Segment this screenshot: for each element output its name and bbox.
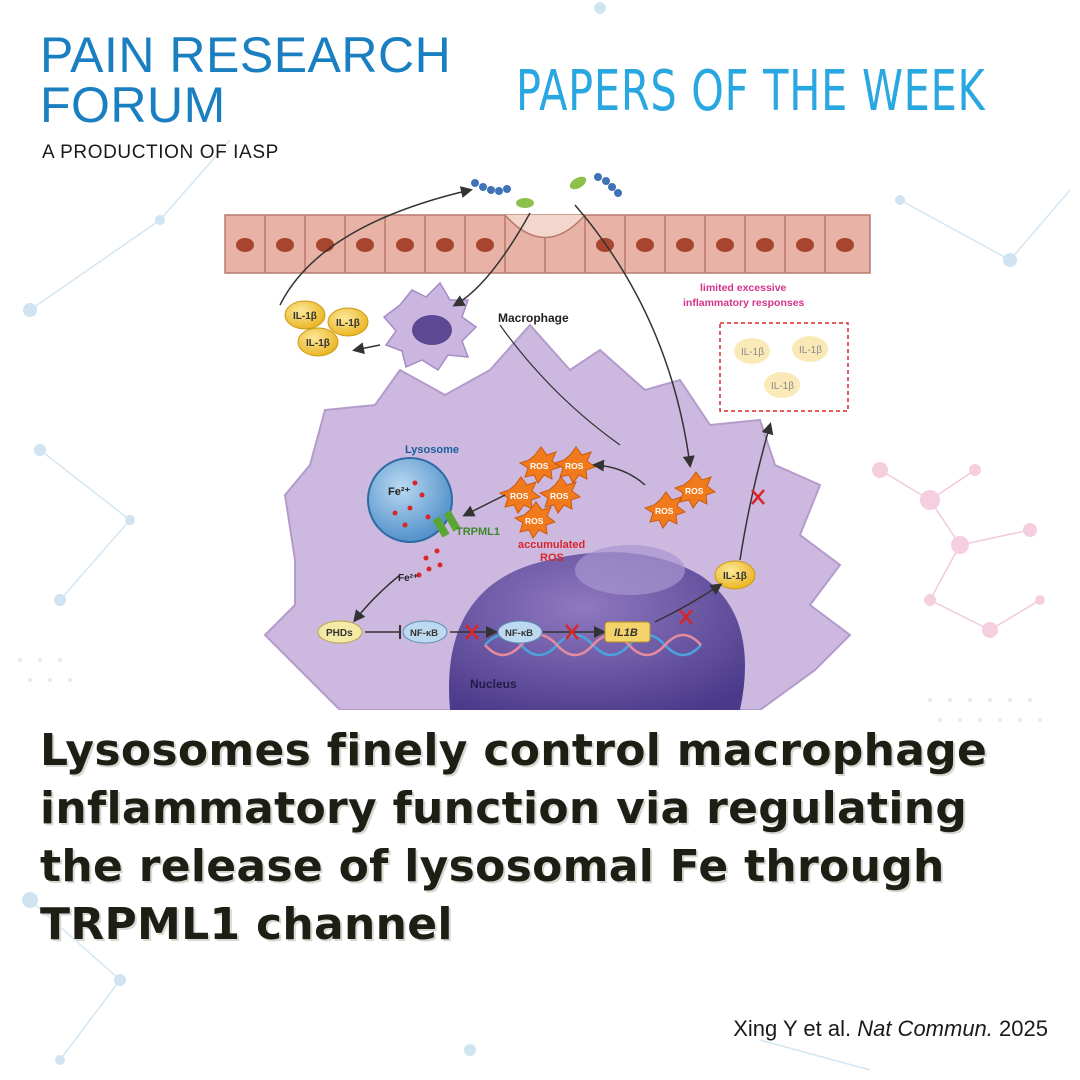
ros-label: ROS — [525, 516, 544, 526]
nucleus-label: Nucleus — [470, 677, 517, 691]
limited-response-box: limited excessive inflammatory responses… — [683, 282, 849, 412]
il1b-cluster: IL-1β IL-1β IL-1β — [284, 300, 369, 357]
il1b-faded-label: IL-1β — [741, 347, 764, 358]
trpml1-label: TRPML1 — [456, 526, 500, 538]
dna-helix — [484, 633, 702, 657]
il1b-faded-label: IL-1β — [771, 381, 794, 392]
il1b-gene-label: IL1B — [614, 627, 638, 639]
ros-label: ROS — [530, 461, 549, 471]
nfkb-label: NF-κB — [505, 628, 533, 639]
limited-label-2: inflammatory responses — [683, 297, 805, 309]
title-line: Lysosomes finely control macrophage — [40, 725, 988, 776]
il1b-label: IL-1β — [723, 571, 747, 582]
title-line: inflammatory function via regulating — [40, 783, 968, 834]
mechanism-diagram: Nucleus Macrophage IL-1β IL-1β IL-1β lim… — [224, 173, 871, 710]
logo-line-2: FORUM — [40, 77, 226, 133]
title-line: TRPML1 channel — [40, 899, 453, 950]
lysosome-label: Lysosome — [405, 444, 459, 456]
accumulated-label: accumulated — [518, 539, 585, 551]
epithelial-layer — [224, 214, 871, 274]
il1b-label: IL-1β — [336, 318, 360, 329]
ros-label: ROS — [655, 506, 674, 516]
accumulated-ros-label: ROS — [540, 552, 564, 564]
ros-label: ROS — [685, 486, 704, 496]
ros-label: ROS — [550, 491, 569, 501]
ros-label: ROS — [510, 491, 529, 501]
paper-title: Lysosomes finely control macrophage infl… — [40, 722, 1060, 954]
series-title: PAPERS OF THE WEEK — [516, 59, 986, 124]
macrophage-label: Macrophage — [498, 311, 569, 325]
fe2-released-label: Fe²⁺ — [398, 573, 418, 584]
limited-label-1: limited excessive — [700, 282, 787, 294]
arrows — [279, 186, 774, 623]
lysosome: Lysosome Fe²⁺ TRPML1 Fe²⁺ — [367, 444, 500, 584]
logo-tagline: A PRODUCTION OF IASP — [42, 142, 279, 163]
pain-research-forum-logo: PAIN RESEARCH FORUM A PRODUCTION OF IASP — [40, 30, 451, 164]
il1b-faded-label: IL-1β — [799, 345, 822, 356]
citation-journal: Nat Commun. — [857, 1016, 993, 1041]
nfkb-label: NF-κB — [410, 628, 438, 639]
ros-cluster: ROS ROS ROS ROS ROS ROS ROS accumulated … — [498, 446, 717, 564]
bacteria-cluster — [471, 173, 622, 208]
citation-authors: Xing Y et al. — [733, 1016, 852, 1041]
logo-line-1: PAIN RESEARCH — [40, 27, 452, 83]
inhibition-marks — [465, 489, 765, 640]
title-line: the release of lysosomal Fe through — [40, 841, 945, 892]
citation: Xing Y et al. Nat Commun. 2025 — [733, 1016, 1048, 1042]
fe2-label: Fe²⁺ — [388, 486, 411, 498]
signaling-pathway: PHDs NF-κB NF-κB IL1B IL-1β — [317, 560, 756, 644]
ros-label: ROS — [565, 461, 584, 471]
il1b-label: IL-1β — [306, 338, 330, 349]
il1b-label: IL-1β — [293, 311, 317, 322]
phds-label: PHDs — [326, 628, 353, 639]
citation-year: 2025 — [999, 1016, 1048, 1041]
